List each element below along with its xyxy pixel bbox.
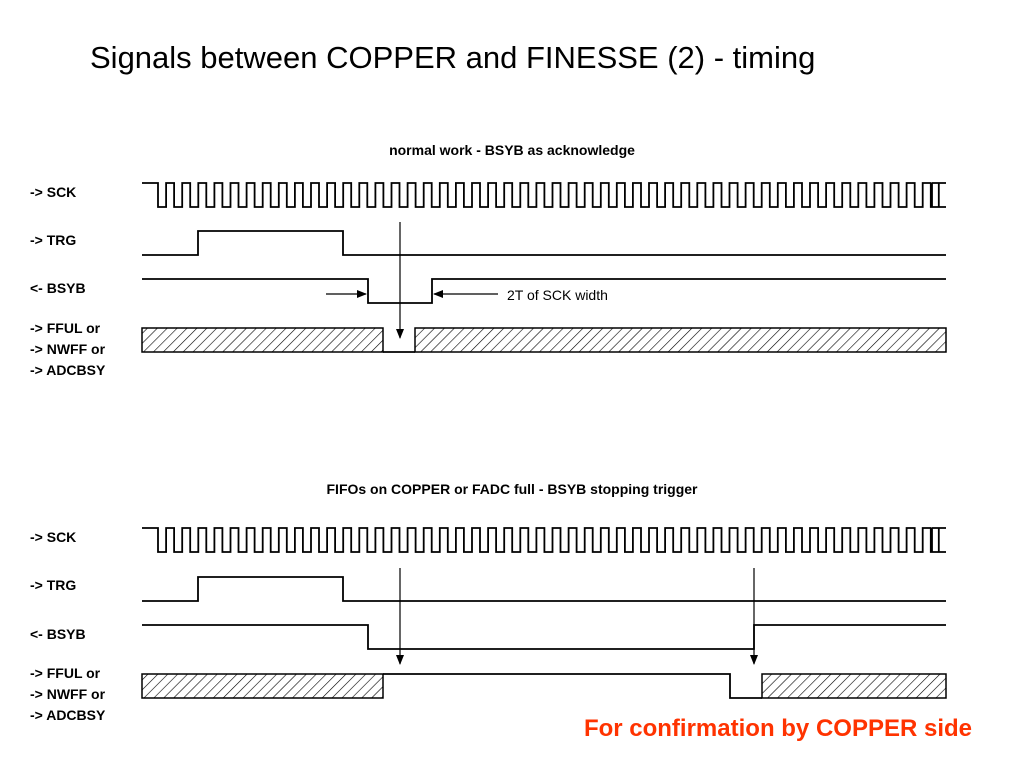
p2-label-adcbsy: -> ADCBSY bbox=[30, 707, 106, 723]
p2-bsyb-waveform bbox=[142, 624, 946, 650]
p2-trg-waveform bbox=[142, 576, 946, 602]
diagram-1-title: normal work - BSYB as acknowledge bbox=[389, 142, 635, 158]
p1-fful-hatch-right bbox=[414, 327, 947, 353]
page-title: Signals between COPPER and FINESSE (2) -… bbox=[90, 40, 816, 75]
p1-fful-hatch-left bbox=[141, 327, 384, 353]
p2-fful-hatch-right bbox=[761, 673, 947, 699]
diagram-2 bbox=[141, 527, 947, 699]
confirmation-note: For confirmation by COPPER side bbox=[583, 715, 972, 742]
p2-label-nwff: -> NWFF or bbox=[30, 686, 106, 702]
p1-label-adcbsy: -> ADCBSY bbox=[30, 362, 106, 378]
p1-label-fful: -> FFUL or bbox=[30, 320, 101, 336]
p1-label-bsyb: <- BSYB bbox=[30, 280, 86, 296]
diagram-1 bbox=[141, 182, 947, 353]
p2-fful-high-low bbox=[383, 673, 762, 699]
p1-label-nwff: -> NWFF or bbox=[30, 341, 106, 357]
p2-sck-waveform bbox=[142, 527, 946, 553]
p2-label-trg: -> TRG bbox=[30, 577, 77, 593]
p1-sck-waveform bbox=[142, 182, 946, 208]
p2-label-fful: -> FFUL or bbox=[30, 665, 101, 681]
p1-bsyb-waveform bbox=[142, 278, 946, 304]
p1-label-trg: -> TRG bbox=[30, 232, 77, 248]
p1-trg-waveform bbox=[142, 230, 946, 256]
p1-label-sck: -> SCK bbox=[30, 184, 77, 200]
p2-label-sck: -> SCK bbox=[30, 529, 77, 545]
p2-fful-hatch-left bbox=[141, 673, 384, 699]
p1-bsyb-width-note: 2T of SCK width bbox=[507, 287, 608, 303]
diagram-2-title: FIFOs on COPPER or FADC full - BSYB stop… bbox=[326, 481, 698, 497]
p2-label-bsyb: <- BSYB bbox=[30, 626, 86, 642]
